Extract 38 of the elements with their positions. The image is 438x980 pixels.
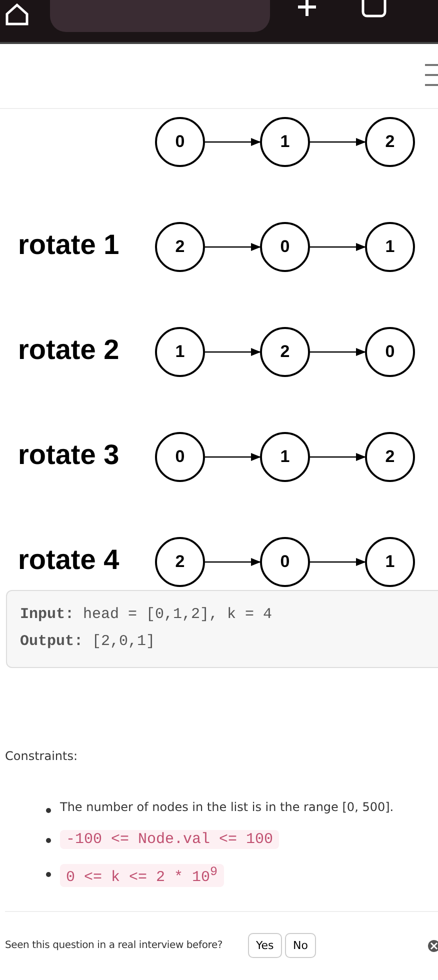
list-node-circle: 1 [365, 222, 415, 272]
arrow [310, 453, 366, 461]
list-node-circle: 2 [260, 327, 310, 377]
input-text: Input: head = [0,1,2], k = 4 [20, 606, 272, 623]
list-node-circle: 1 [260, 117, 310, 167]
arrow [310, 243, 366, 251]
question-text: Seen this question in a real interview before? [5, 940, 223, 951]
list-node-circle: 2 [365, 117, 415, 167]
arrow [310, 348, 366, 356]
arrow [205, 453, 261, 461]
arrow [310, 138, 366, 146]
arrow [310, 558, 366, 566]
no-button: No [285, 933, 316, 958]
arrow [205, 138, 261, 146]
list-node-circle: 0 [260, 537, 310, 587]
list-node-circle: 1 [260, 432, 310, 482]
list-node-circle: 0 [155, 117, 205, 167]
output-text: Output: [2,0,1] [20, 633, 156, 650]
list-node-circle: 0 [365, 327, 415, 377]
constraint-text: The number of nodes in the list is in the range [0, 500]. [60, 800, 394, 814]
list-node-circle: 2 [155, 537, 205, 587]
arrow [205, 558, 261, 566]
arrow [205, 348, 261, 356]
constraint-code: 0 <= k <= 2 * 10$^{9}$ [60, 864, 224, 887]
row-label: rotate 3 [18, 439, 120, 471]
list-node-circle: 0 [155, 432, 205, 482]
list-node-circle: 2 [155, 222, 205, 272]
constraint-code: -100 <= Node.val <= 100 [60, 830, 280, 849]
arrow [205, 243, 261, 251]
row-label: rotate 1 [18, 229, 120, 261]
row-label: rotate 2 [18, 334, 120, 366]
list-node-circle: 1 [365, 537, 415, 587]
list-node-circle: 0 [260, 222, 310, 272]
section-heading: Constraints: [5, 749, 78, 763]
list-node-circle: 2 [365, 432, 415, 482]
yes-button: Yes [248, 933, 282, 958]
list-node-circle: 1 [155, 327, 205, 377]
row-label: rotate 4 [18, 544, 120, 576]
